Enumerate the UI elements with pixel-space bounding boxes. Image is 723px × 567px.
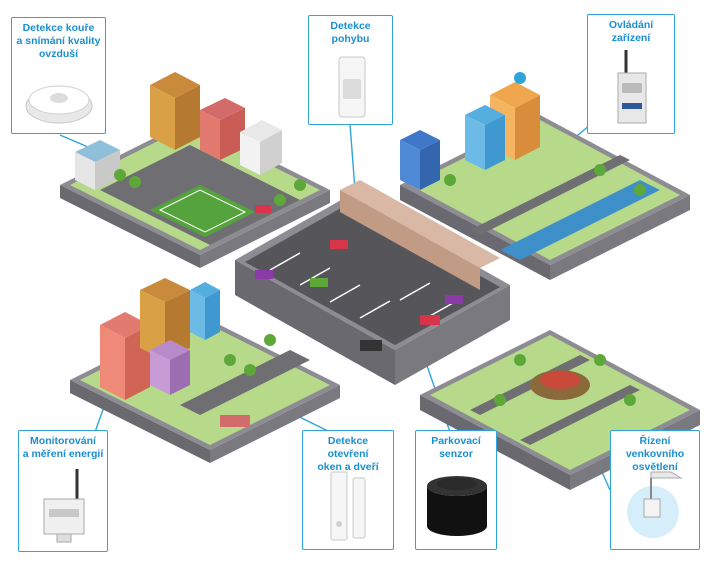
door-contact-sensor-icon bbox=[330, 471, 366, 541]
residential-block-top-left bbox=[60, 72, 330, 268]
street-light-controller-icon bbox=[627, 471, 683, 538]
callout-energy-monitoring: Monitorování a měření energií bbox=[18, 430, 108, 552]
office-block-top-right bbox=[400, 72, 690, 280]
callout-label: Detekce kouře a snímání kvality ovzduší bbox=[16, 22, 101, 60]
smoke-detector-icon bbox=[25, 85, 93, 124]
callout-parking-sensor: Parkovací senzor bbox=[415, 430, 497, 550]
callout-label: Monitorování a měření energií bbox=[22, 435, 104, 460]
callout-label: Detekce pohybu bbox=[330, 20, 371, 45]
callout-outdoor-lighting: Řízení venkovního osvětlení bbox=[610, 430, 700, 550]
energy-meter-icon bbox=[43, 469, 85, 543]
callout-motion-detection: Detekce pohybu bbox=[308, 15, 393, 125]
apartment-block-bottom-left bbox=[70, 278, 340, 463]
callout-window-door-detection: Detekce otevření oken a dveří bbox=[302, 430, 394, 550]
callout-label: Ovládání zařízení bbox=[608, 19, 654, 44]
motion-sensor-icon bbox=[338, 56, 366, 118]
callout-label: Parkovací senzor bbox=[431, 435, 481, 460]
callout-smoke-detection: Detekce kouře a snímání kvality ovzduší bbox=[11, 17, 106, 134]
callout-device-control: Ovládání zařízení bbox=[587, 14, 675, 134]
parking-area-center bbox=[235, 180, 510, 385]
callout-label: Řízení venkovního osvětlení bbox=[625, 435, 685, 473]
callout-label: Detekce otevření oken a dveří bbox=[317, 435, 379, 473]
parking-sensor-icon bbox=[427, 476, 487, 536]
din-rail-module-icon bbox=[617, 50, 647, 124]
